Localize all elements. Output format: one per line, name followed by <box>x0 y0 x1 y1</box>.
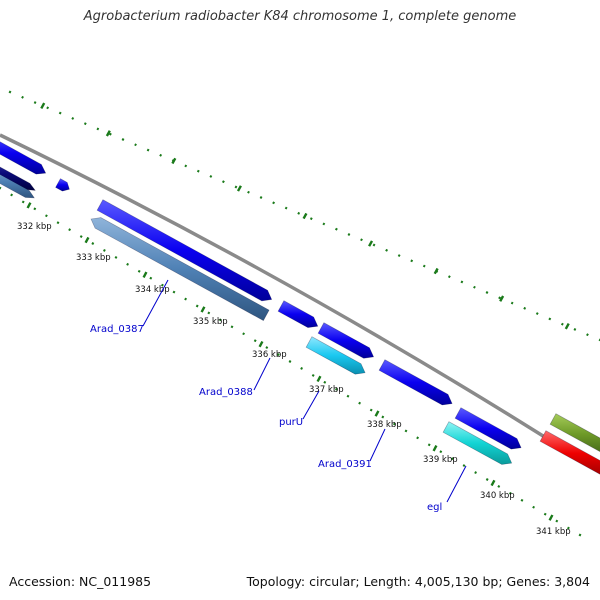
gene-arrow-blue-5 <box>317 322 375 359</box>
ruler-label: 337 kbp <box>309 385 344 395</box>
ruler-label: 336 kbp <box>252 350 287 360</box>
gene-label: Arad_0391 <box>318 459 372 470</box>
ruler-label: 340 kbp <box>480 491 515 501</box>
ruler-label: 332 kbp <box>17 222 52 232</box>
gene-label: Arad_0387 <box>90 324 144 335</box>
gene-arrow-blue-1 <box>0 141 47 175</box>
gene-label-leader <box>369 428 386 462</box>
ruler-label: 341 kbp <box>536 527 571 537</box>
upper-ruler-ticks <box>40 102 570 330</box>
gene-label-leader <box>302 390 320 420</box>
gene-arrow-egl <box>442 421 513 465</box>
gene-arrow-red <box>539 430 600 475</box>
gene-arrow-blue-4 <box>277 300 319 328</box>
upper-ruler-dots <box>8 90 600 342</box>
ruler-label: 335 kbp <box>193 317 228 327</box>
gene-arrow-arad0391 <box>378 359 453 406</box>
gene-arrow-navy-1 <box>0 166 36 191</box>
gene-label: purU <box>279 417 303 428</box>
gene-arrow-olive <box>549 413 600 453</box>
topology-text: Topology: circular; Length: 4,005,130 bp… <box>246 574 590 589</box>
map-title: Agrobacterium radiobacter K84 chromosome… <box>83 9 517 24</box>
gene-arrow-blue-2 <box>55 178 70 192</box>
gene-arrow-steel-1 <box>0 174 35 199</box>
accession-text: Accession: NC_011985 <box>9 574 152 589</box>
gene-arrow-purU <box>305 336 366 375</box>
lower-ruler-dots <box>0 186 582 537</box>
gene-label: egl <box>427 502 442 513</box>
gene-arrow-blue-6 <box>454 407 522 450</box>
ruler-label: 339 kbp <box>423 455 458 465</box>
ruler-label: 333 kbp <box>76 253 111 263</box>
gene-label-leader <box>253 357 271 391</box>
gene-arrow-blue-3 <box>96 199 273 302</box>
gene-label: Arad_0388 <box>199 387 253 398</box>
chromosome-backbone <box>0 133 600 474</box>
lower-ruler-ticks <box>26 202 554 521</box>
gene-label-leader <box>142 279 169 327</box>
gene-label-leader <box>446 465 467 503</box>
ruler-label: 334 kbp <box>135 285 170 295</box>
gene-arrow-arad0387 <box>90 217 270 322</box>
ruler-label: 338 kbp <box>367 420 402 430</box>
